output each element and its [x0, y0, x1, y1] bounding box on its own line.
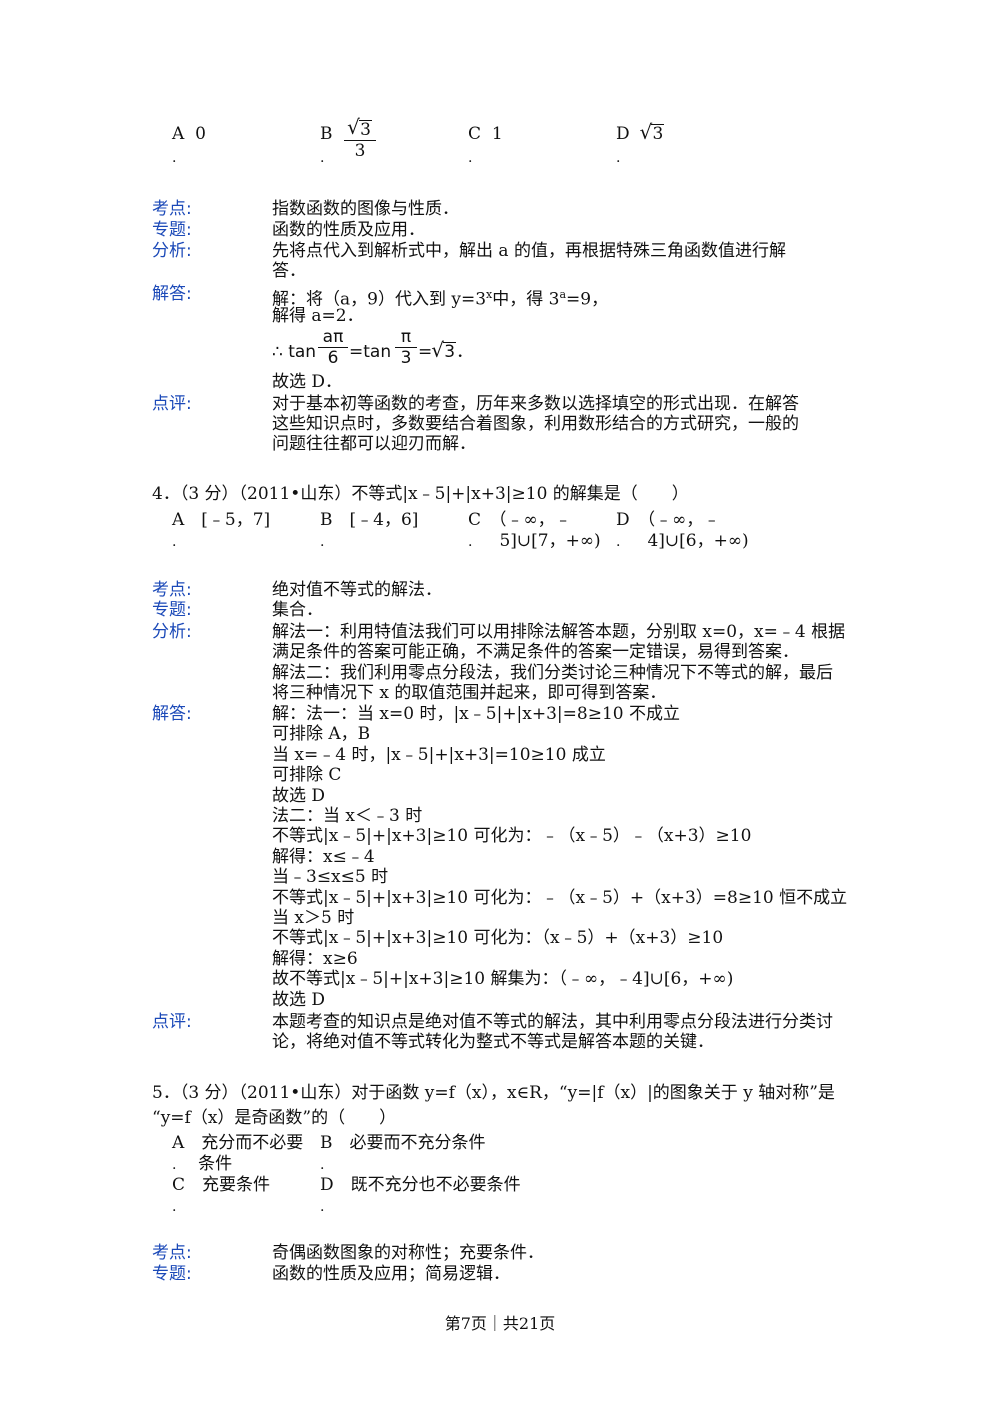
- q3-jieda-line: 故选 D．: [272, 372, 343, 392]
- q4-jieda-line: 不等式|x﹣5|+|x+3|≥10 可化为：﹣（x﹣5）﹣（x+3）≥10: [272, 826, 752, 846]
- q5-option-c: C 充要条件: [172, 1175, 271, 1195]
- q4-jieda-line: 法二：当 x＜﹣3 时: [272, 806, 423, 826]
- q4-fenxi-line: 将三种情况下 x 的取值范围并起来，即可得到答案．: [272, 683, 667, 703]
- q3-option-d: D 3: [616, 122, 665, 144]
- q4-option-b: B [﹣4，6]: [320, 510, 419, 530]
- q3-zhuanti-label: 专题:: [152, 220, 192, 240]
- q3-tan-prefix: ∴ tan: [272, 342, 317, 362]
- q4-jieda-line: 不等式|x﹣5|+|x+3|≥10 可化为：（x﹣5）+（x+3）≥10: [272, 928, 724, 948]
- q4-jieda-line: 不等式|x﹣5|+|x+3|≥10 可化为：﹣（x﹣5）+（x+3）=8≥10 …: [272, 888, 848, 908]
- q5-kaodian-label: 考点:: [152, 1243, 192, 1263]
- q4-jieda-line: 解：法一：当 x=0 时，|x﹣5|+|x+3|=8≥10 不成立: [272, 704, 680, 724]
- q4-jieda-label: 解答:: [152, 704, 192, 724]
- page-footer: 第7页｜共21页: [444, 1314, 556, 1333]
- q4-kaodian-text: 绝对值不等式的解法．: [272, 580, 442, 600]
- q3-zhuanti-text: 函数的性质及应用．: [272, 220, 425, 240]
- q3-jieda-line: 解：将（a，9）代入到 y=3x中，得 3a=9，: [272, 288, 609, 310]
- q4-stem: 4．（3 分）（2011•山东）不等式|x﹣5|+|x+3|≥10 的解集是（ …: [152, 484, 689, 504]
- q4-fenxi-line: 解法一：利用特值法我们可以用排除法解答本题，分别取 x=0，x=﹣4 根据: [272, 622, 846, 642]
- q3-option-b-letter: B: [320, 124, 333, 144]
- q5-option-a-cont: . 条件: [172, 1154, 233, 1174]
- q4-jieda-line: 可排除 A，B: [272, 724, 371, 744]
- q3-tan-fraction-1: aπ 6: [318, 328, 348, 367]
- q5-option-d: D 既不充分也不必要条件: [320, 1175, 521, 1195]
- q3-tan-result: =3．: [418, 340, 473, 362]
- q3-kaodian-label: 考点:: [152, 199, 192, 219]
- q4-fenxi-label: 分析:: [152, 622, 192, 642]
- q4-jieda-line: 当﹣3≤x≤5 时: [272, 867, 389, 887]
- q3-option-c: C 1: [468, 124, 503, 144]
- q5-zhuanti-text: 函数的性质及应用；简易逻辑．: [272, 1264, 510, 1284]
- q3-dianping-line: 问题往往都可以迎刃而解．: [272, 434, 476, 454]
- q5-option-a: A 充分而不必要: [172, 1133, 304, 1153]
- q5-option-c-dot: .: [172, 1199, 177, 1215]
- q5-zhuanti-label: 专题:: [152, 1264, 192, 1284]
- q5-option-b-dot: .: [320, 1157, 325, 1173]
- q3-option-b-fraction: 3 3: [344, 118, 376, 160]
- q4-jieda-line: 可排除 C: [272, 765, 342, 785]
- q3-jieda-label: 解答:: [152, 284, 192, 304]
- q4-jieda-line: 当 x＞5 时: [272, 908, 355, 928]
- q4-zhuanti-label: 专题:: [152, 600, 192, 620]
- q3-option-c-dot: .: [468, 150, 473, 166]
- q4-option-d: D （﹣∞，﹣: [616, 510, 721, 530]
- q3-dianping-line: 对于基本初等函数的考查，历年来多数以选择填空的形式出现．在解答: [272, 394, 799, 414]
- q4-option-c: C （﹣∞，﹣: [468, 510, 572, 530]
- q3-fenxi-line: 答．: [272, 261, 306, 281]
- q4-jieda-line: 解得：x≥6: [272, 949, 358, 969]
- q4-jieda-line: 解得：x≤﹣4: [272, 847, 375, 867]
- q3-option-a: A 0: [172, 124, 206, 144]
- q3-option-a-dot: .: [172, 150, 177, 166]
- q4-jieda-line: 故选 D: [272, 990, 326, 1010]
- q4-dianping-line: 论，将绝对值不等式转化为整式不等式是解答本题的关键．: [272, 1032, 714, 1052]
- q3-fenxi-line: 先将点代入到解析式中，解出 a 的值，再根据特殊三角函数值进行解: [272, 241, 786, 261]
- q3-option-b-dot: .: [320, 150, 325, 166]
- q3-option-d-dot: .: [616, 150, 621, 166]
- q4-option-a-dot: .: [172, 534, 177, 550]
- q4-zhuanti-text: 集合．: [272, 600, 323, 620]
- q3-tan-mid: =tan: [349, 342, 392, 362]
- q4-jieda-line: 当 x=﹣4 时，|x﹣5|+|x+3|=10≥10 成立: [272, 745, 606, 765]
- q4-dianping-line: 本题考查的知识点是绝对值不等式的解法，其中利用零点分段法进行分类讨: [272, 1012, 833, 1032]
- q5-stem-line-1: 5．（3 分）（2011•山东）对于函数 y=f（x），x∈R，“y=|f（x）…: [152, 1083, 835, 1103]
- q3-jieda-line: 解得 a=2．: [272, 306, 364, 326]
- q4-option-d-cont: . 4]∪[6，+∞): [616, 531, 749, 551]
- q4-fenxi-line: 满足条件的答案可能正确，不满足条件的答案一定错误，易得到答案．: [272, 642, 799, 662]
- q5-stem-line-2: “y=f（x）是奇函数”的（ ）: [152, 1108, 397, 1128]
- q4-option-c-cont: . 5]∪[7，+∞): [468, 531, 601, 551]
- q4-jieda-line: 故选 D: [272, 786, 326, 806]
- q5-kaodian-text: 奇偶函数图象的对称性；充要条件．: [272, 1243, 544, 1263]
- q5-option-b: B 必要而不充分条件: [320, 1133, 486, 1153]
- q4-dianping-label: 点评:: [152, 1012, 192, 1032]
- q3-dianping-line: 这些知识点时，多数要结合着图象，利用数形结合的方式研究，一般的: [272, 414, 799, 434]
- q4-fenxi-line: 解法二：我们利用零点分段法，我们分类讨论三种情况下不等式的解，最后: [272, 663, 833, 683]
- q3-fenxi-label: 分析:: [152, 241, 192, 261]
- q5-option-d-dot: .: [320, 1199, 325, 1215]
- q3-dianping-label: 点评:: [152, 394, 192, 414]
- q4-jieda-line: 故不等式|x﹣5|+|x+3|≥10 解集为：（﹣∞，﹣4]∪[6，+∞): [272, 969, 734, 989]
- q4-kaodian-label: 考点:: [152, 580, 192, 600]
- q4-option-a: A [﹣5，7]: [172, 510, 271, 530]
- q3-kaodian-text: 指数函数的图像与性质．: [272, 199, 459, 219]
- q4-option-b-dot: .: [320, 534, 325, 550]
- q3-tan-fraction-2: π 3: [395, 328, 417, 367]
